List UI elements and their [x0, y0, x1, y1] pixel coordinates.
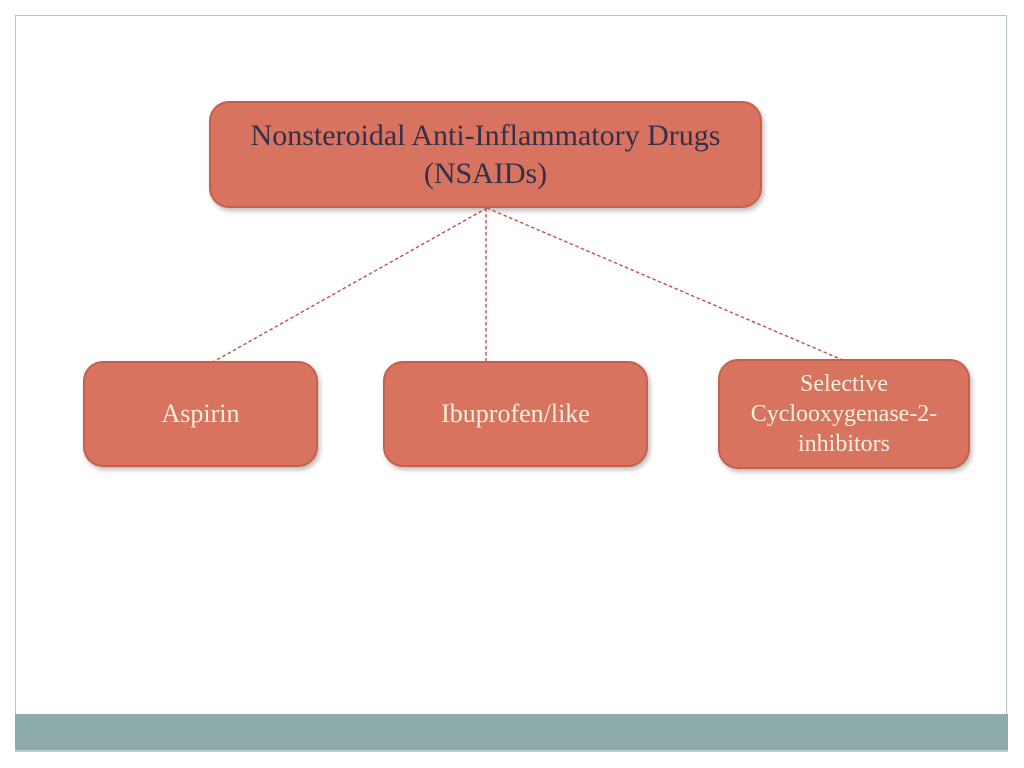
- diagram-node-cox2-inhibitors-label: Selective Cyclooxygenase-2-inhibitors: [750, 371, 938, 457]
- slide-footer-bar: [15, 714, 1008, 752]
- diagram-node-ibuprofen: Ibuprofen/like: [383, 361, 648, 467]
- diagram-node-root-label: Nonsteroidal Anti-Inflammatory Drugs (NS…: [250, 119, 721, 190]
- diagram-node-root: Nonsteroidal Anti-Inflammatory Drugs (NS…: [209, 101, 762, 208]
- diagram-node-aspirin-label: Aspirin: [161, 398, 240, 428]
- diagram-node-cox2-inhibitors: Selective Cyclooxygenase-2-inhibitors: [718, 359, 970, 469]
- diagram-node-ibuprofen-label: Ibuprofen/like: [441, 398, 590, 428]
- diagram-node-aspirin: Aspirin: [83, 361, 318, 467]
